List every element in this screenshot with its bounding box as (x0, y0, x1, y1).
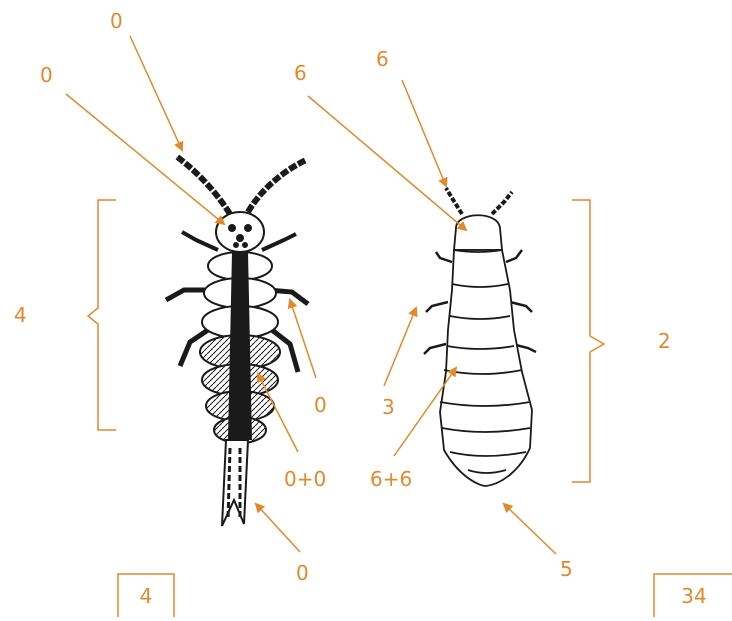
label-right-box: 34 (681, 584, 706, 608)
right-body-bracket (572, 200, 604, 482)
label-left-tail: 0 (296, 561, 309, 585)
left-head (216, 212, 264, 252)
label-right-tail: 5 (560, 557, 573, 581)
left-antenna-left (176, 156, 230, 214)
label-left-abdomen: 0+0 (284, 467, 326, 491)
label-right-antenna: 6 (376, 47, 389, 71)
label-right-body-bracket: 2 (658, 329, 671, 353)
label-left-body-bracket: 4 (14, 303, 27, 327)
right-insect-drawing (424, 188, 536, 486)
label-right-leg: 3 (382, 395, 395, 419)
left-tail (222, 440, 248, 526)
label-left-antenna-top: 0 (110, 9, 123, 33)
label-left-head: 0 (40, 63, 53, 87)
left-body-bracket (88, 200, 116, 430)
label-left-leg: 0 (314, 393, 327, 417)
label-right-abdomen: 6+6 (370, 467, 412, 491)
left-antenna-right (248, 160, 306, 212)
labels: 0 0 4 0 0+0 0 4 6 6 2 3 6+6 5 34 (14, 9, 707, 608)
label-left-box: 4 (140, 584, 153, 608)
right-body (440, 250, 532, 486)
label-right-head: 6 (294, 61, 307, 85)
right-head (454, 215, 502, 250)
